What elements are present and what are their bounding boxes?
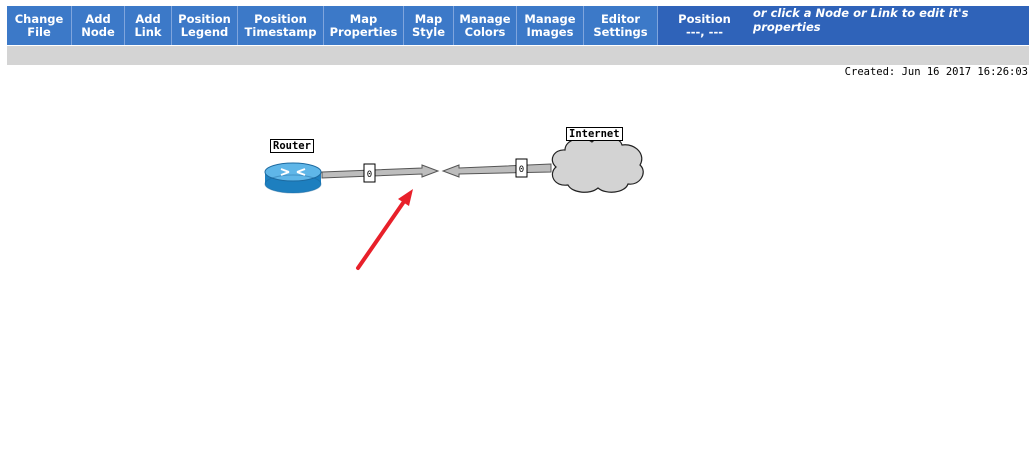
button-label: Manage — [524, 11, 576, 26]
link-label-in[interactable]: 0 — [363, 163, 376, 183]
editor-settings-button[interactable]: Editor Settings — [584, 6, 658, 45]
cloud-icon[interactable] — [551, 136, 644, 193]
button-label: Style — [411, 24, 446, 39]
button-label: Position — [254, 11, 307, 26]
button-label: Editor — [600, 11, 641, 26]
manage-images-button[interactable]: Manage Images — [517, 6, 584, 45]
button-label: Properties — [329, 24, 398, 39]
node-label-router[interactable]: Router — [270, 139, 314, 153]
change-file-button[interactable]: Change File — [7, 6, 72, 45]
map-style-button[interactable]: Map Style — [404, 6, 454, 45]
map-properties-button[interactable]: Map Properties — [324, 6, 404, 45]
button-label: Change — [14, 11, 64, 26]
button-label: Images — [526, 24, 574, 39]
add-link-button[interactable]: Add Link — [125, 6, 172, 45]
link-out-value: 0 — [519, 165, 524, 175]
button-label: Add — [135, 11, 161, 26]
button-label: Legend — [180, 24, 229, 39]
toolbar-hint: or click a Node or Link to edit it's pro… — [753, 6, 969, 34]
link-label-out[interactable]: 0 — [515, 158, 528, 178]
annotation-arrow — [356, 189, 413, 270]
button-label: Settings — [593, 24, 648, 39]
position-timestamp-button[interactable]: Position Timestamp — [238, 6, 324, 45]
created-timestamp[interactable]: Created: Jun 16 2017 16:26:03 — [844, 66, 1028, 78]
toolbar: Change File Add Node Add Link Position L… — [7, 6, 1029, 45]
position-readout: Position ---, --- — [658, 6, 751, 45]
button-label: Node — [81, 24, 115, 39]
position-legend-button[interactable]: Position Legend — [172, 6, 238, 45]
button-label: Position — [178, 11, 231, 26]
position-label: Position — [678, 11, 731, 26]
button-label: Add — [85, 11, 111, 26]
position-value: ---, --- — [685, 24, 723, 39]
button-label: Map — [349, 11, 378, 26]
button-label: Colors — [464, 24, 506, 39]
button-label: Manage — [459, 11, 511, 26]
button-label: Link — [134, 24, 162, 39]
add-node-button[interactable]: Add Node — [72, 6, 125, 45]
status-bar — [7, 46, 1029, 65]
button-label: File — [27, 24, 51, 39]
manage-colors-button[interactable]: Manage Colors — [454, 6, 517, 45]
node-label-internet[interactable]: Internet — [566, 127, 623, 141]
button-label: Map — [414, 11, 443, 26]
router-icon[interactable] — [264, 162, 322, 194]
button-label: Timestamp — [244, 24, 317, 39]
link-in-value: 0 — [367, 170, 372, 180]
